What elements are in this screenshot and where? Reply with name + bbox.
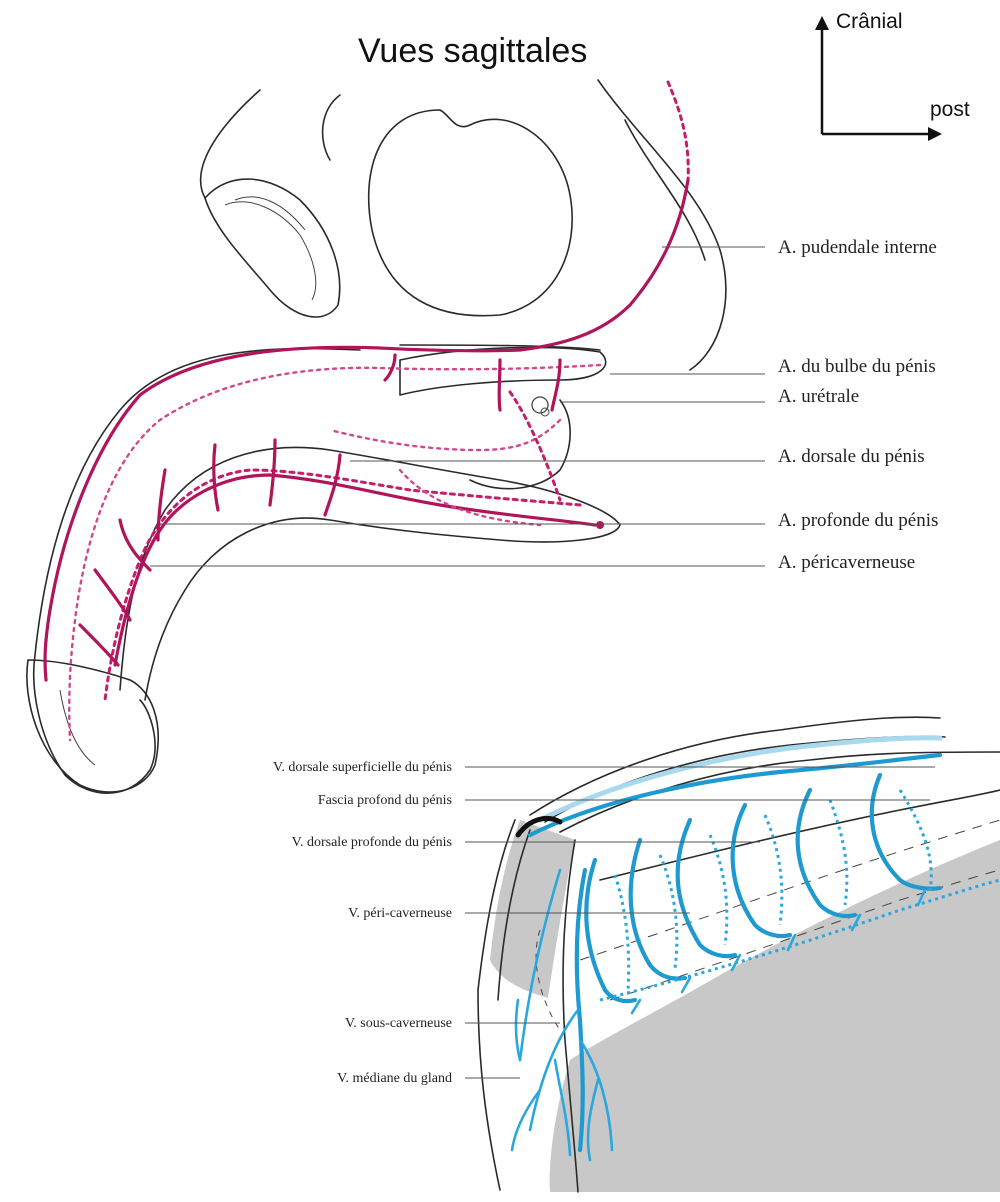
label-superficial-dorsal-vein: V. dorsale superficielle du pénis [273,760,452,775]
cranial-arrow-icon [815,16,829,30]
bulb-cap-outline [400,347,606,395]
posterior-arrow-icon [928,127,942,141]
deep-artery-dotted [105,470,580,700]
label-pericavernous-vein: V. péri-caverneuse [348,906,452,921]
label-deep-fascia: Fascia profond du pénis [318,793,452,808]
pubic-symphysis-outline [205,179,340,317]
symphysis-inner-line [225,202,316,300]
internal-pudendal-artery-upper [668,82,688,180]
penile-shaft-lower-outline [120,448,620,701]
deep-artery-solid [115,475,595,665]
glans-shading [490,820,575,998]
label-deep-dorsal-vein: V. dorsale profonde du pénis [292,835,452,850]
ischium-contour [323,80,726,370]
venous-sagittal-drawing: V. dorsale superficielle du pénis Fascia… [273,717,1000,1192]
urethral-artery-dotted [330,420,560,450]
fascia-outline [560,752,1000,832]
posterior-label: post [930,98,970,121]
pericavernous-branch [214,445,218,510]
arterial-sagittal-drawing: A. pudendale interne A. du bulbe du péni… [27,80,939,793]
cranial-label: Crânial [836,10,903,33]
urethra-section-icon [532,397,548,413]
label-urethral-artery: A. urétrale [778,386,859,407]
orientation-indicator: Crânial post [815,10,970,141]
internal-pudendal-artery [45,180,688,680]
penile-shaft-upper-outline [34,349,360,794]
label-deep-artery: A. profonde du pénis [778,510,938,531]
label-bulbar-artery: A. du bulbe du pénis [778,356,936,377]
label-subcavernous-vein: V. sous-caverneuse [345,1016,452,1031]
label-median-glans-vein: V. médiane du gland [337,1071,452,1086]
obturator-foramen-outline [369,110,572,316]
figure-title: Vues sagittales [358,32,587,70]
label-dorsal-artery: A. dorsale du pénis [778,446,925,467]
label-internal-pudendal-artery: A. pudendale interne [778,237,937,258]
label-pericavernous-artery: A. péricaverneuse [778,552,915,573]
